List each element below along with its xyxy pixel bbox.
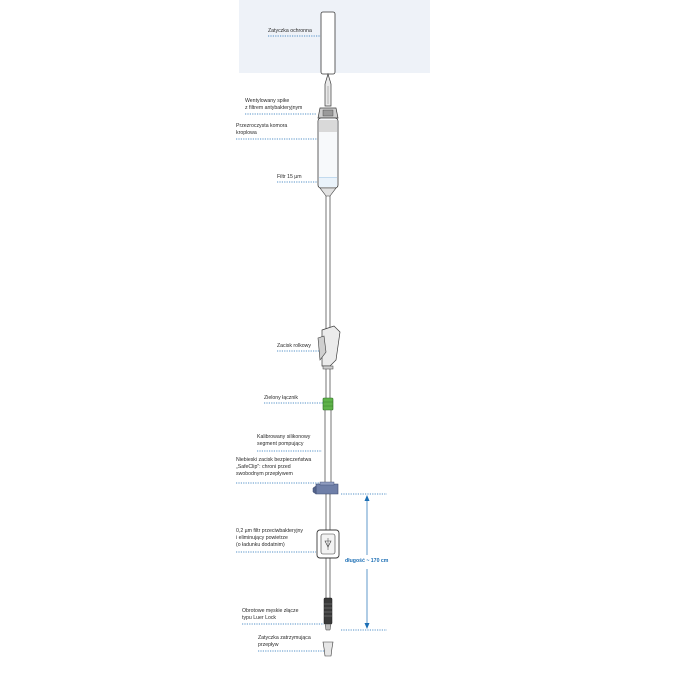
label-safeclip: Niebieski zacisk bezpieczeństwa „SafeCli… [236, 457, 312, 477]
safeclip [315, 483, 339, 495]
silicone-pump-segment [324, 410, 332, 482]
roller-clamp [321, 325, 341, 367]
leader-lines [236, 35, 324, 652]
label-luer-lock: Obrotowe męskie złącze typu Luer Lock [242, 608, 299, 621]
label-drip-chamber: Przezroczysta komora kroplowa [236, 123, 288, 136]
label-protective-cap: Zatyczka ochronna [268, 28, 312, 34]
filter-15um [319, 178, 337, 187]
label-filter: Filtr 15 µm [277, 174, 302, 180]
label-roller-clamp: Zacisk rolkowy [277, 343, 312, 349]
tubing-middle [325, 369, 331, 398]
label-green-connector: Zielony łącznik [264, 395, 299, 401]
tubing-lower [325, 494, 331, 598]
tubing-upper [325, 196, 331, 330]
label-stop-cap: Zatyczka zatrzymująca przepływ [258, 635, 311, 648]
protective-cap [320, 11, 336, 75]
label-bacterial-filter: 0,2 µm filtr przeciwbakteryjny i eliminu… [236, 528, 303, 548]
label-pump-segment: Kalibrowany silikonowy segment pompujący [257, 434, 311, 447]
green-connector [322, 397, 334, 411]
stop-flow-cap [322, 641, 334, 657]
length-dimension-line [341, 493, 387, 631]
length-label: długość ~ 170 cm [345, 558, 389, 564]
label-vented-spike: Wentylowany spike z filtrem antybakteryj… [245, 98, 303, 111]
luer-lock-connector [323, 597, 333, 625]
